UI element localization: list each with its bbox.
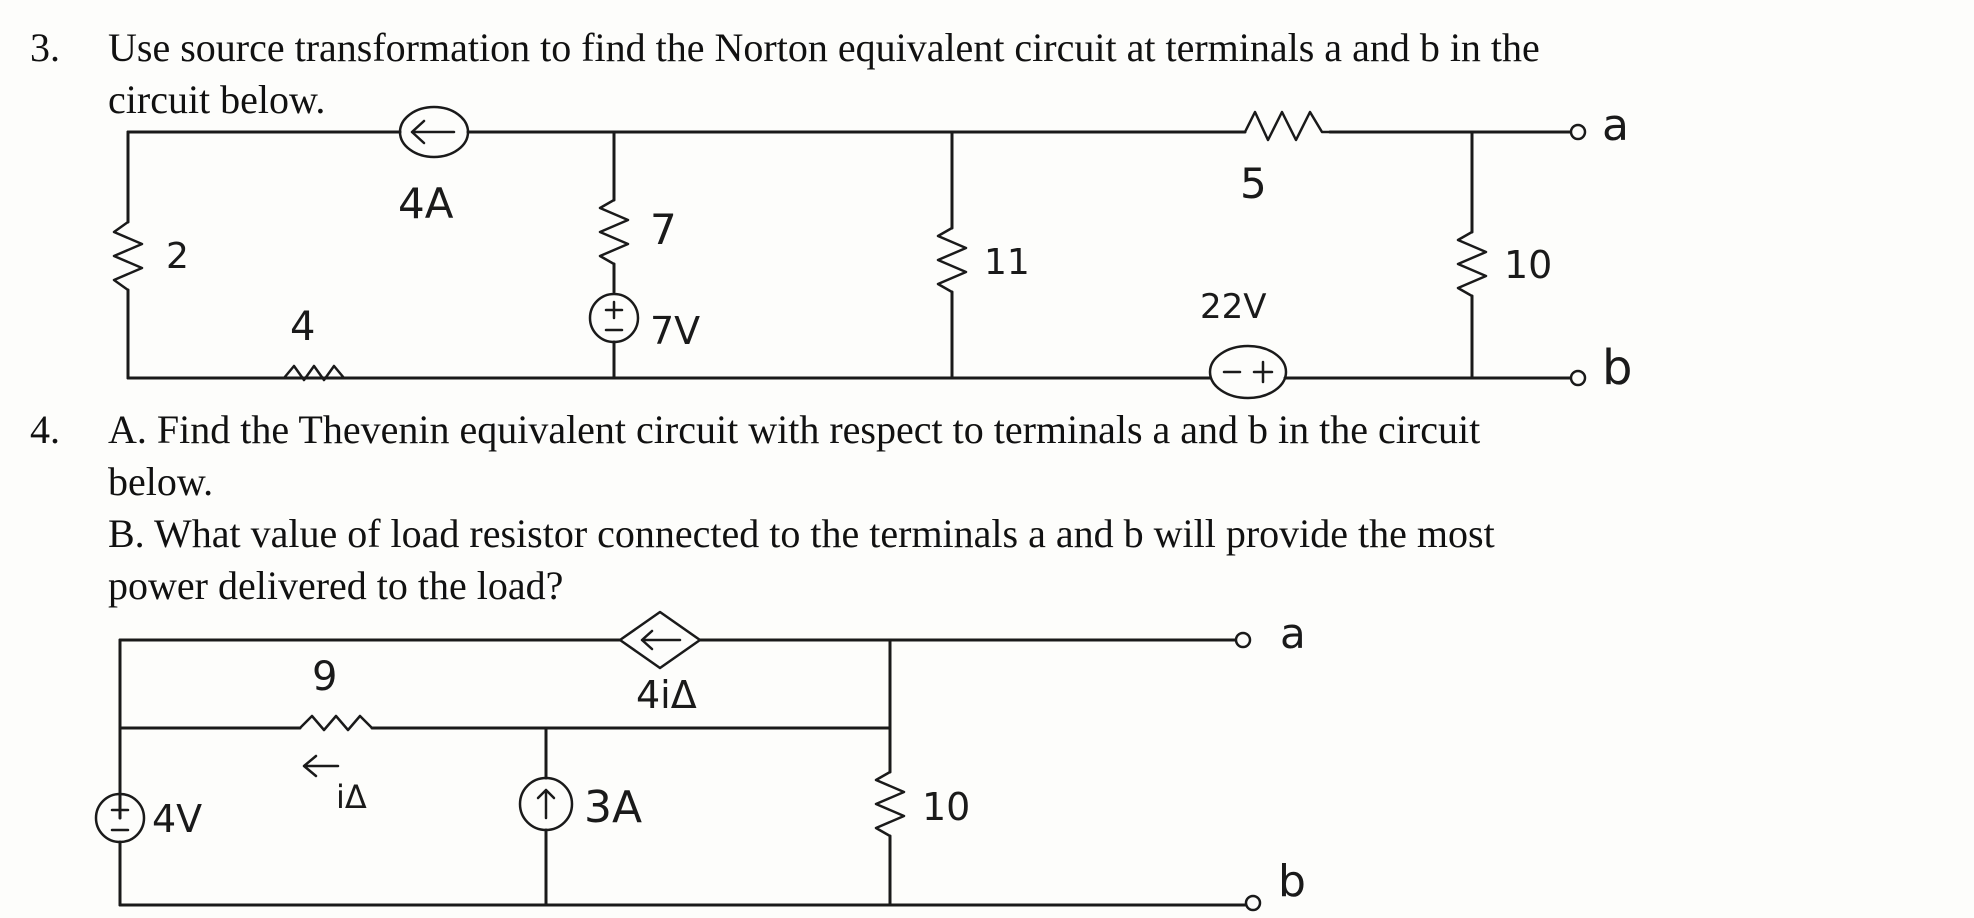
voltage-source-22v xyxy=(1208,344,1288,400)
label-terminal-a: a xyxy=(1602,100,1629,151)
label-r10-c2: 10 xyxy=(922,785,970,829)
circuit-1: 4A 2 4 7 7V 11 5 22V 10 a b xyxy=(112,100,1632,400)
question-line: Use source transformation to find the No… xyxy=(108,25,1540,70)
label-r4: 4 xyxy=(290,304,315,350)
resistor-2 xyxy=(112,220,144,292)
terminal-a xyxy=(1569,123,1587,141)
voltage-source-7v xyxy=(588,292,640,344)
resistor-10 xyxy=(1456,230,1488,298)
current-source-3a xyxy=(518,776,574,832)
question-text: A. Find the Thevenin equivalent circuit … xyxy=(108,404,1908,612)
voltage-source-4v xyxy=(94,792,146,844)
question-text: Use source transformation to find the No… xyxy=(108,22,1908,126)
label-4a: 4A xyxy=(398,179,454,228)
resistor-11 xyxy=(936,226,968,294)
circuit-2: 9 iΔ 4iΔ 4V 3A 10 a b xyxy=(94,609,1306,912)
question-line: A. Find the Thevenin equivalent circuit … xyxy=(108,407,1481,452)
label-3a: 3A xyxy=(584,782,642,833)
terminal-b xyxy=(1244,894,1262,912)
label-7v: 7V xyxy=(650,309,700,353)
question-line: power delivered to the load? xyxy=(108,563,564,608)
resistor-10 xyxy=(874,770,906,838)
question-line: B. What value of load resistor connected… xyxy=(108,511,1495,556)
label-4i: 4iΔ xyxy=(636,673,697,717)
label-r5: 5 xyxy=(1240,159,1267,208)
question-number: 4. xyxy=(30,407,60,452)
label-r9: 9 xyxy=(312,654,337,700)
question-line: circuit below. xyxy=(108,77,326,122)
question-4: 4. A. Find the Thevenin equivalent circu… xyxy=(30,404,1930,644)
resistor-4 xyxy=(282,364,346,382)
label-22v: 22V xyxy=(1200,287,1267,327)
label-terminal-b: b xyxy=(1278,856,1306,907)
current-arrow-icon xyxy=(302,754,340,778)
question-line: below. xyxy=(108,459,214,504)
question-3: 3. Use source transformation to find the… xyxy=(30,22,1930,132)
label-4v: 4V xyxy=(152,797,202,841)
current-source-4a xyxy=(398,105,470,159)
dependent-current-source xyxy=(618,610,702,670)
terminal-b xyxy=(1569,369,1587,387)
resistor-5 xyxy=(1243,110,1332,142)
question-number: 3. xyxy=(30,25,60,70)
label-r11: 11 xyxy=(984,242,1030,283)
label-r10: 10 xyxy=(1504,243,1552,287)
resistor-7 xyxy=(598,198,630,266)
label-r2: 2 xyxy=(166,236,189,277)
resistor-9 xyxy=(298,714,374,732)
label-r7: 7 xyxy=(650,205,677,254)
terminal-a xyxy=(1234,631,1252,649)
label-terminal-b: b xyxy=(1602,340,1632,396)
label-current: iΔ xyxy=(336,778,367,816)
label-terminal-a: a xyxy=(1280,609,1306,658)
